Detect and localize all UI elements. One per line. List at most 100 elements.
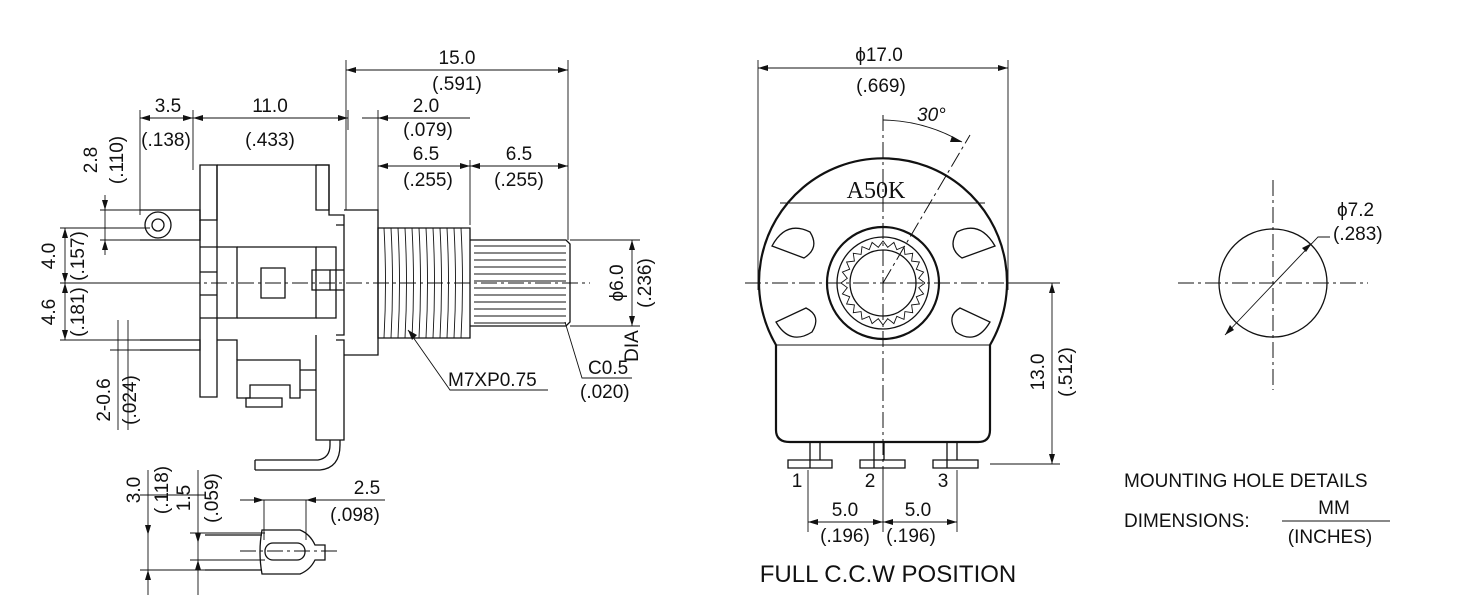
overall-length: 15.0 [439,48,476,69]
pin-height: 3.0 [124,477,145,503]
arrow [758,65,768,71]
slot-length-in: (.098) [330,505,380,526]
flange-width: 2.0 [413,96,439,117]
unit-bottom: (INCHES) [1288,527,1372,548]
ear-bottom-right [951,307,991,338]
side-view: 15.0 (.591) 3.5 (.138) 11.0 (.433) 2.0 (… [39,48,656,471]
pitch-2: 5.0 [905,500,931,521]
arrow [378,115,388,121]
chamfer-in: (.020) [580,382,630,403]
arrow [346,67,356,73]
mounting-title: MOUNTING HOLE DETAILS [1124,471,1368,492]
arrow [62,273,68,283]
arrow [1049,283,1055,293]
chamfer-leader [564,321,632,379]
pin-3: 3 [938,471,949,492]
front-pin-feet [787,459,979,469]
housing-lower [217,335,345,441]
arrow [183,115,193,121]
housing-bottom [236,359,301,399]
outer-diameter-in: (.669) [856,76,906,97]
thread-ridge [397,227,400,339]
flange-width-in: (.079) [403,120,453,141]
arrow [629,316,635,326]
ext-overall [345,60,569,240]
terminal-offset: 3.5 [155,96,181,117]
pin-tab [259,529,326,575]
terminal-eyelet [144,211,172,239]
upper-height: 4.0 [39,243,60,269]
shaft-diameter-in: (.236) [635,258,656,308]
arrow [1225,325,1234,335]
pin-1: 1 [792,471,803,492]
arrow [195,560,201,570]
thread-length: 6.5 [413,144,439,165]
ear-top-right [952,227,996,259]
arrow [629,240,635,250]
front-outline-top [757,157,1009,346]
pitch-1-in: (.196) [820,526,870,547]
arrow [145,525,151,535]
shaft-length-in: (.255) [494,170,544,191]
dim-shaft-dia [570,239,640,327]
arrow [558,67,568,73]
lower-ribs [300,369,316,391]
shaft-knurl [474,245,566,324]
dim-diameter [757,60,1009,290]
arrow [102,200,108,210]
bent-pin [255,440,341,471]
hole-leader [1224,236,1330,336]
thread-spec: M7XP0.75 [448,370,537,391]
thread-leader [407,329,548,391]
top-terminal [140,209,201,241]
arrow [102,240,108,250]
hole-height-in: (.110) [107,136,128,184]
pin-height-in: (.118) [152,466,173,514]
shaft-diameter: ϕ6.0 [607,264,628,301]
housing-front-block [316,224,344,319]
arrow [306,497,316,503]
ear-top-left [771,227,815,259]
front-view: A50K 30° 1 2 3 ϕ17.0 (.669) 13.0 [745,45,1077,588]
terminal-offset-in: (.138) [141,130,191,151]
arrow [1049,454,1055,464]
pin-detail: 3.0 (.118) 1.5 (.059) 2.5 (.098) [124,466,385,595]
arrow [1302,243,1312,252]
front-pin-legs [809,442,958,468]
arrow [470,163,480,169]
body-width: 11.0 [252,96,288,117]
front-height-in: (.512) [1056,347,1077,397]
hole-diameter-in: (.283) [1333,224,1383,245]
mounting-hole-detail: ϕ7.2 (.283) MOUNTING HOLE DETAILS DIMENS… [1124,180,1390,548]
arrow [62,330,68,340]
chamfer: C0.5 [588,358,628,379]
lower-height-in: (.181) [68,287,89,337]
arrow [338,115,348,121]
slot-length: 2.5 [354,478,380,499]
terminal-hole [151,218,165,232]
body-width-in: (.433) [245,130,295,151]
arrow [195,533,201,543]
dia-label: DIA [622,330,643,362]
arrow [947,519,957,525]
pin-edges [205,534,262,571]
arrow [140,115,150,121]
hole-height: 2.8 [81,147,102,173]
arrow [950,136,962,142]
outer-diameter: ϕ17.0 [855,45,903,66]
lower-pin-clip [245,397,283,408]
pitch-1: 5.0 [832,500,858,521]
pin-gap-in: (.024) [120,375,141,425]
ear-bottom-left [775,307,817,338]
arrow [145,570,151,580]
angle: 30° [917,105,946,126]
pin-ext [140,494,265,571]
ext-lines [139,110,471,225]
arrow [558,163,568,169]
arrow [460,163,470,169]
body-rear-edge [199,165,218,398]
angle-line [882,134,971,284]
arrow [873,519,883,525]
overall-length-in: (.591) [432,74,482,95]
